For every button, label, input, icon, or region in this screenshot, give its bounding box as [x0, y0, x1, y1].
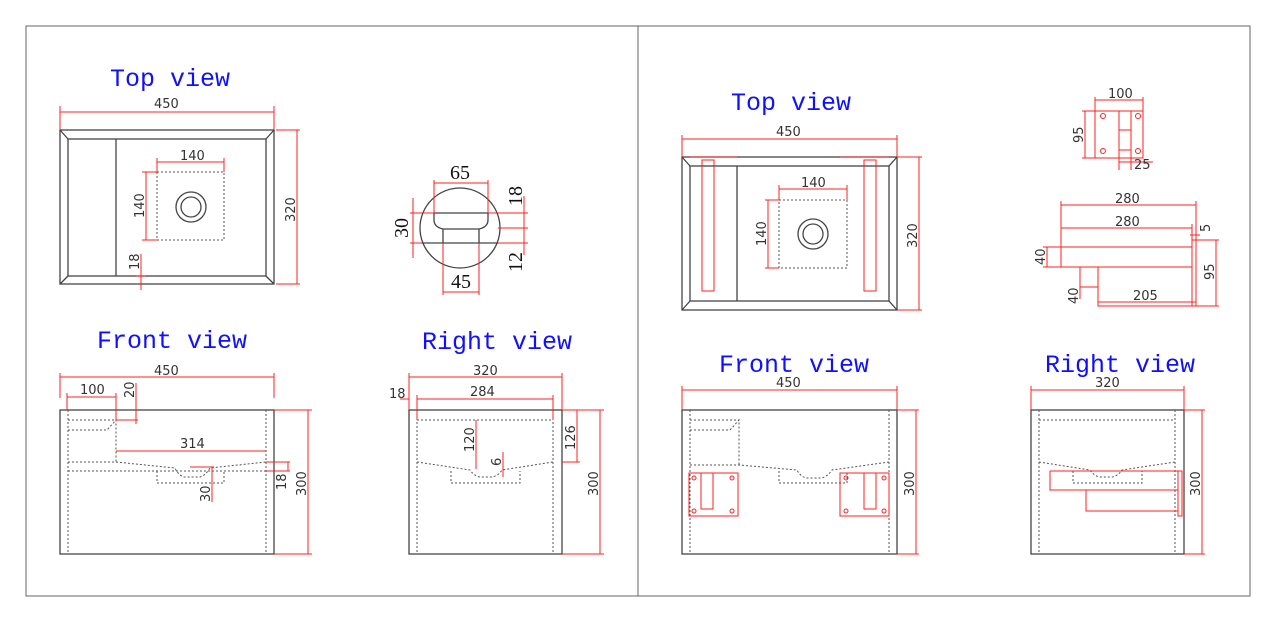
dim-drain-depth: 140 [755, 221, 770, 246]
view-title: Front view [719, 351, 869, 380]
left-top-view: Top view 450 320 140 140 18 [59, 65, 300, 290]
drain-detail: 65 45 30 18 12 [391, 162, 528, 295]
dim-shelf-drop: 20 [123, 381, 138, 398]
dim-lower: 12 [505, 252, 527, 272]
dim-basin-depth: 120 [463, 427, 478, 452]
dim-plate-width: 100 [1108, 87, 1133, 102]
dim-arm-height: 40 [1034, 248, 1049, 265]
dim-depth: 320 [284, 197, 299, 222]
dim-wall: 18 [128, 253, 143, 270]
dim-top-width: 65 [450, 162, 470, 184]
drain-hole [175, 191, 207, 223]
dim-shelf-width: 100 [80, 383, 105, 398]
dim-drain-depth: 30 [199, 485, 214, 502]
dim-bottom-width: 45 [451, 271, 471, 293]
dim-depth: 320 [906, 223, 921, 248]
left-right-view: Right view 320 284 18 120 6 126 300 [389, 328, 604, 555]
right-front-view: Front view 450 300 [681, 351, 919, 555]
dim-slope: 6 [490, 458, 505, 466]
dim-length-inner: 280 [1115, 215, 1140, 230]
dim-upper: 18 [505, 186, 527, 206]
bracket-side: 280 280 5 40 95 40 205 [1034, 192, 1219, 307]
dim-inner: 284 [470, 385, 495, 400]
dim-height: 300 [1189, 471, 1204, 496]
dim-bottom-thickness: 18 [275, 473, 290, 490]
view-title: Top view [731, 89, 851, 118]
dim-depth: 320 [1095, 376, 1120, 391]
dim-length-outer: 280 [1115, 192, 1140, 207]
dim-width: 450 [776, 376, 801, 391]
dim-drain-width: 140 [801, 176, 826, 191]
dim-depth: 320 [473, 364, 498, 379]
dim-drain-depth: 140 [133, 193, 148, 218]
dim-width: 450 [154, 97, 179, 112]
dim-rim: 126 [564, 425, 579, 450]
dim-height: 300 [587, 471, 602, 496]
dim-height: 30 [391, 218, 413, 238]
view-title: Front view [97, 327, 247, 356]
left-front-view: Front view 450 100 20 314 30 18 300 [59, 327, 312, 555]
dim-slot: 25 [1134, 158, 1151, 173]
dim-height: 300 [903, 471, 918, 496]
dim-width: 450 [154, 364, 179, 379]
dim-lower-length: 205 [1133, 289, 1158, 304]
right-top-view: Top view 450 320 140 140 [681, 89, 922, 311]
dim-drain-width: 140 [180, 149, 205, 164]
view-title: Top view [110, 65, 230, 94]
view-title: Right view [1045, 351, 1195, 380]
bracket-plate: 100 95 25 [1072, 87, 1153, 173]
dim-offset: 40 [1067, 287, 1082, 304]
view-title: Right view [422, 328, 572, 357]
dim-basin-width: 314 [180, 437, 205, 452]
dim-wall: 18 [389, 387, 406, 402]
dim-width: 450 [776, 125, 801, 140]
dim-plate-thickness: 5 [1199, 224, 1214, 232]
dim-plate-height: 95 [1203, 263, 1218, 280]
right-right-view: Right view 320 300 [1030, 351, 1205, 555]
dim-height: 300 [295, 471, 310, 496]
dim-plate-height: 95 [1072, 126, 1087, 143]
